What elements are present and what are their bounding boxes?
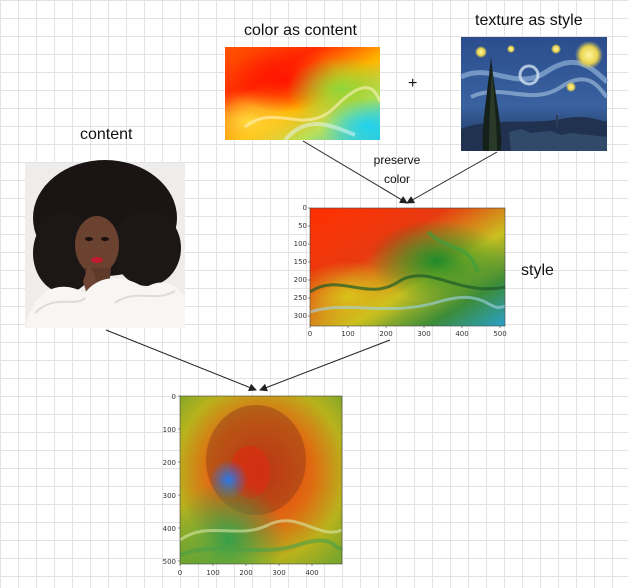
- result-plot-xtick: 400: [305, 569, 318, 577]
- result-plot-xtick: 300: [272, 569, 285, 577]
- result-plot-ytick: 500: [163, 558, 176, 566]
- preserve-color-line1: preserve: [373, 153, 421, 167]
- style-plot-xtick: 200: [379, 330, 392, 338]
- arrow-style-to-result: [259, 339, 391, 392]
- result-plot-xtick: 100: [206, 569, 219, 577]
- texture-style-image: [459, 37, 609, 151]
- style-plot-ytick: 100: [294, 240, 307, 248]
- content-portrait-image: [25, 160, 185, 328]
- content-label: content: [80, 126, 133, 143]
- arrow-content-to-result: [105, 329, 257, 392]
- style-plot-ytick: 300: [294, 312, 307, 320]
- color-content-artwork: [225, 47, 382, 142]
- texture-as-style-label: texture as style: [475, 12, 583, 29]
- result-plot-x-ticks: 0 100 200 300 400: [178, 564, 319, 577]
- result-plot-svg: 0 100 200 300 400 500 0 100 200 300 400: [163, 393, 343, 577]
- portrait-artwork: [25, 160, 185, 328]
- arrow-texture-to-style: [406, 151, 498, 204]
- style-plot-ytick: 0: [303, 204, 307, 212]
- result-plot-ytick: 100: [163, 426, 176, 434]
- style-plot-ytick: 200: [294, 276, 307, 284]
- style-plot: 0 50 100 150 200 250 300 0 100 200 300 4…: [294, 202, 510, 340]
- result-plot: 0 100 200 300 400 500 0 100 200 300 400: [158, 390, 348, 580]
- style-plot-xtick: 400: [455, 330, 468, 338]
- plus-sign: +: [408, 75, 418, 92]
- color-as-content-label: color as content: [244, 22, 357, 39]
- result-plot-ytick: 300: [163, 492, 176, 500]
- result-plot-xtick: 200: [239, 569, 252, 577]
- result-plot-y-ticks: 0 100 200 300 400 500: [163, 393, 180, 566]
- style-plot-y-ticks: 0 50 100 150 200 250 300: [294, 204, 310, 320]
- style-plot-xtick: 0: [308, 330, 312, 338]
- preserve-color-label: preserve color: [372, 151, 422, 189]
- result-plot-ytick: 400: [163, 525, 176, 533]
- style-plot-xtick: 300: [417, 330, 430, 338]
- style-plot-ytick: 250: [294, 294, 307, 302]
- color-content-image: [225, 47, 382, 142]
- preserve-color-line2: color: [383, 172, 410, 186]
- result-plot-xtick: 0: [178, 569, 182, 577]
- style-label: style: [521, 262, 554, 279]
- style-plot-ytick: 150: [294, 258, 307, 266]
- style-plot-xtick: 100: [341, 330, 354, 338]
- style-plot-svg: 0 50 100 150 200 250 300 0 100 200 300 4…: [294, 204, 507, 338]
- result-plot-ytick: 0: [172, 393, 176, 401]
- style-plot-ytick: 50: [298, 222, 307, 230]
- style-plot-xtick: 500: [493, 330, 506, 338]
- starry-night-artwork: [459, 37, 609, 151]
- result-plot-ytick: 200: [163, 459, 176, 467]
- arrow-color-to-style: [302, 140, 408, 204]
- style-plot-x-ticks: 0 100 200 300 400 500: [308, 326, 507, 338]
